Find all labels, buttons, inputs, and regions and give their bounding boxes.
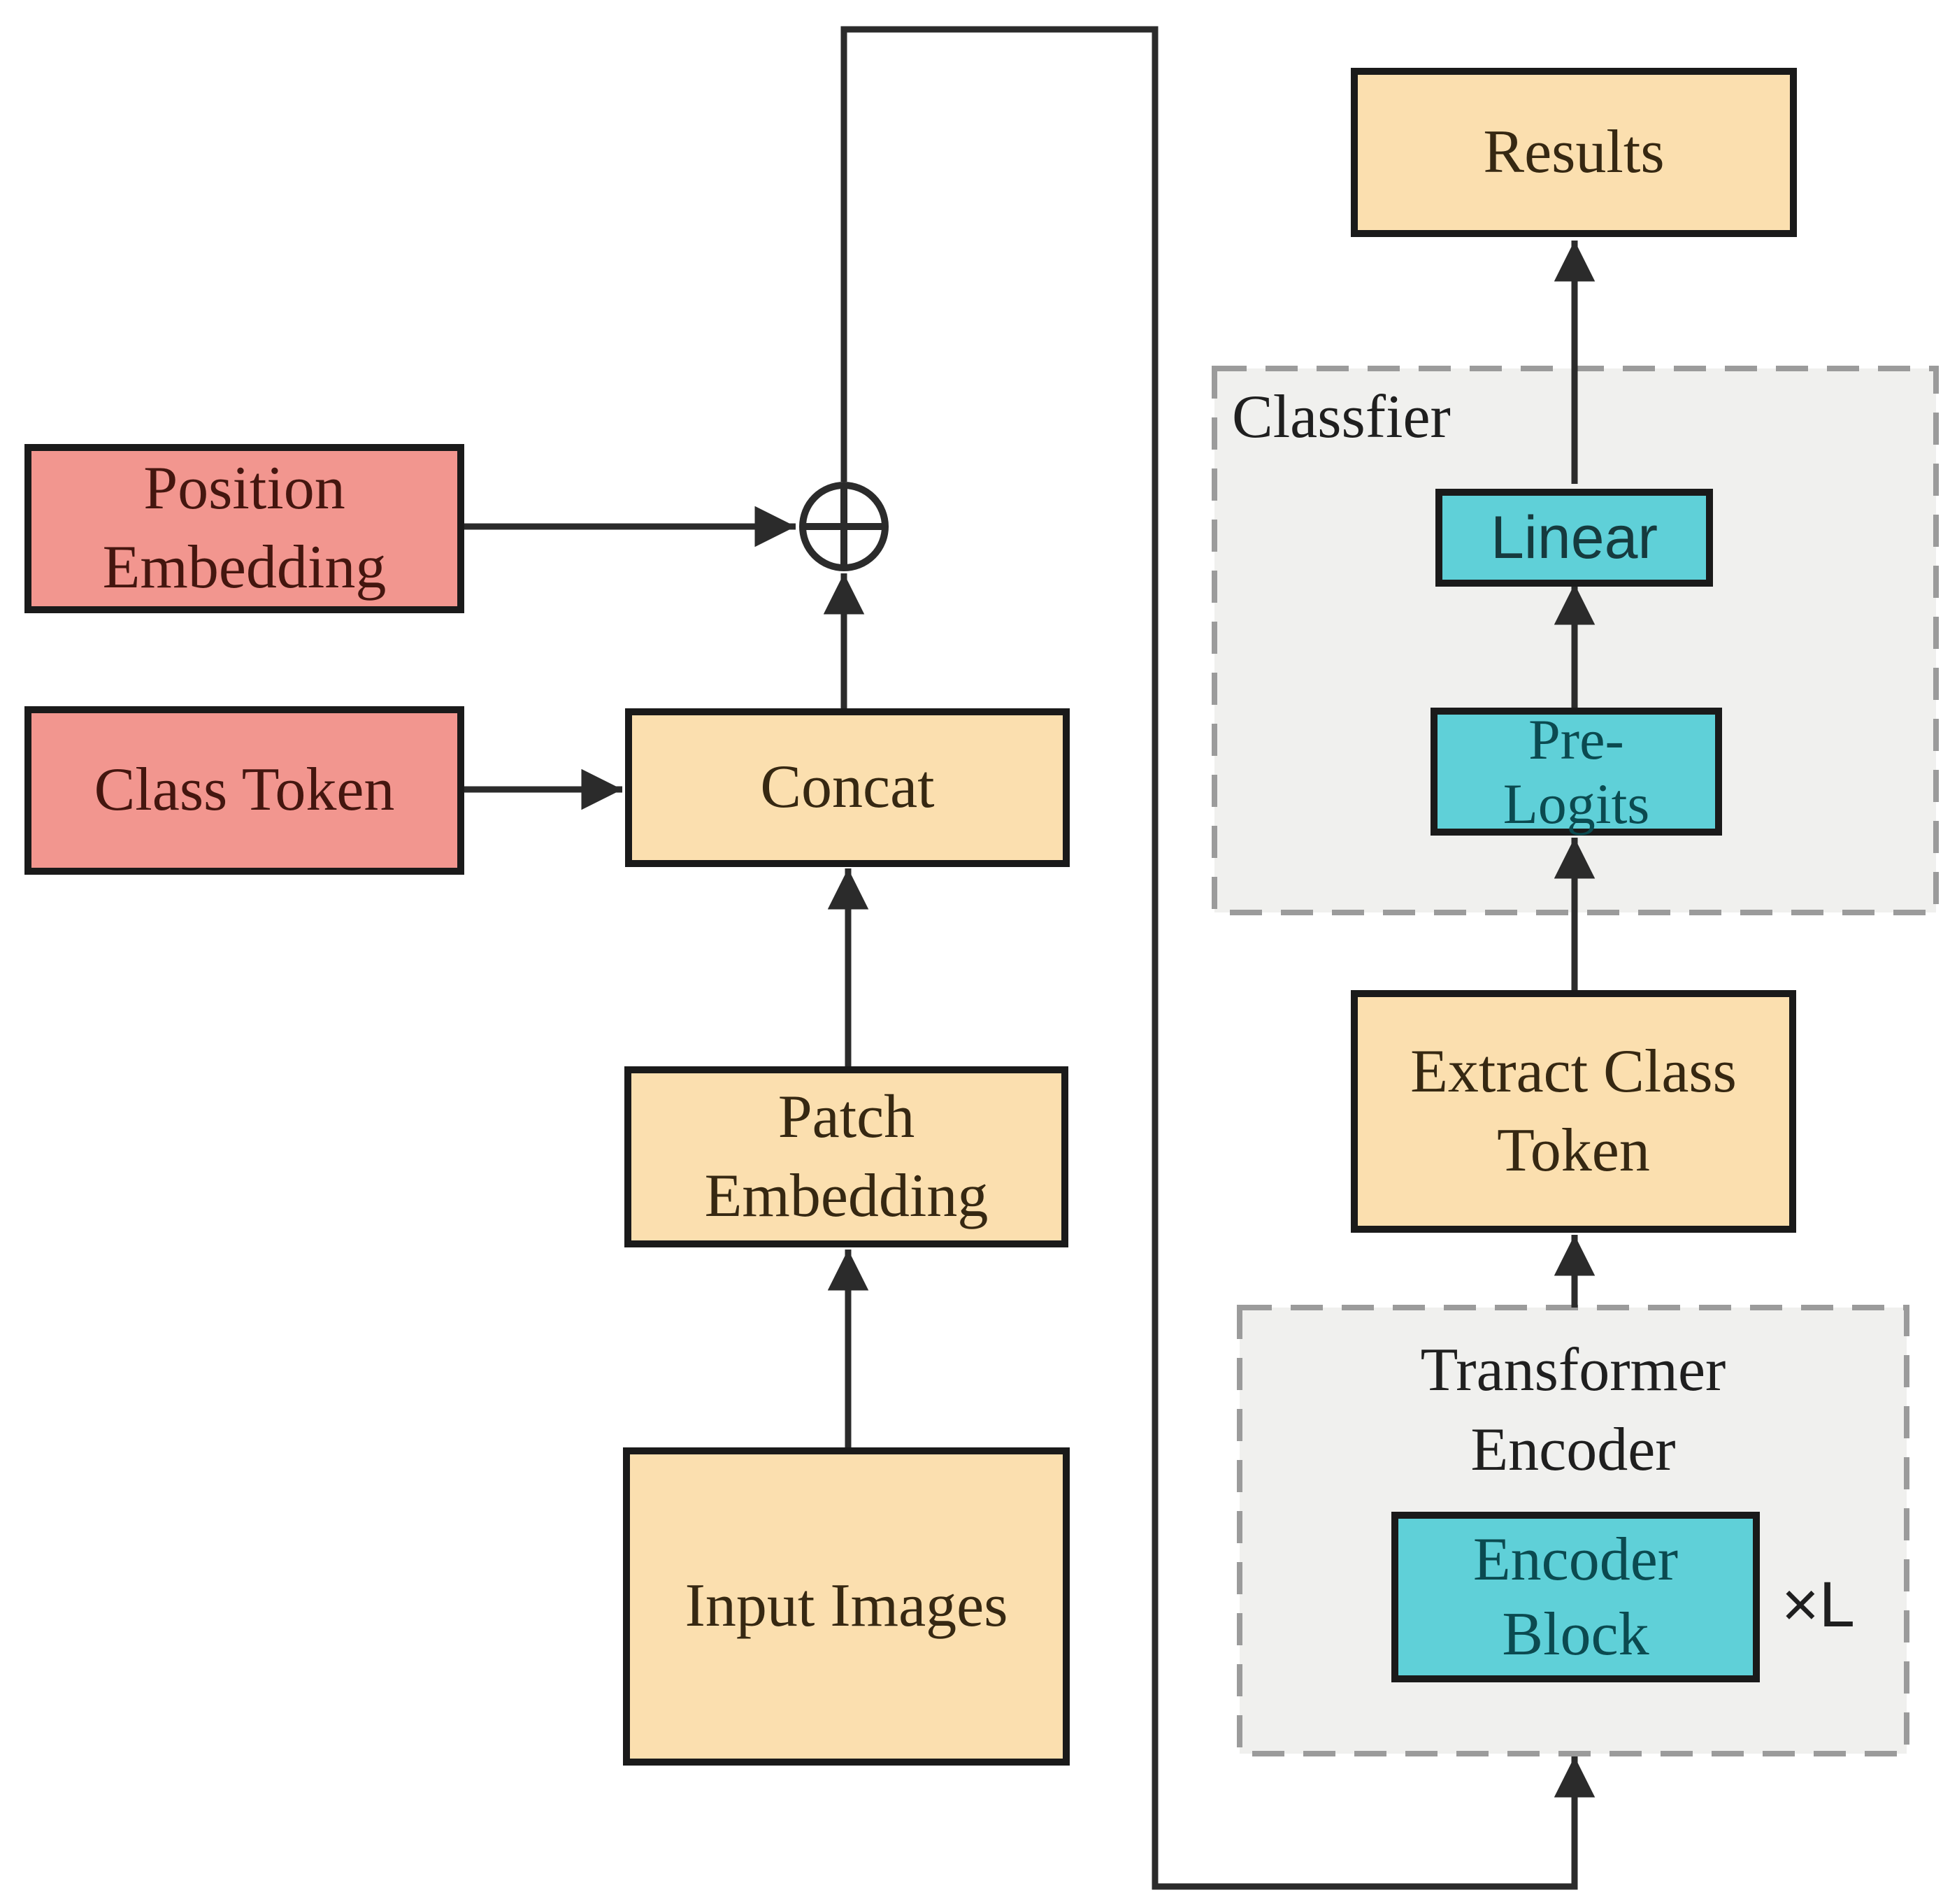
node-linear: Linear (1435, 489, 1713, 587)
node-class-token: Class Token (24, 706, 464, 875)
node-extract-class-token: Extract Class Token (1351, 990, 1796, 1233)
node-encoder-block: Encoder Block (1391, 1512, 1760, 1682)
node-position-embedding: Position Embedding (24, 444, 464, 613)
node-patch-embedding: Patch Embedding (624, 1066, 1068, 1247)
transformer-encoder-panel-label: Transformer Encoder (1420, 1336, 1726, 1484)
node-results: Results (1351, 68, 1797, 237)
arrow-add-to-transformer-encoder-routing (840, 26, 1596, 1890)
node-pre-logits: Pre- Logits (1431, 708, 1722, 836)
node-input-images: Input Images (623, 1447, 1070, 1766)
classifier-panel-label: Classfier (1232, 383, 1451, 451)
encoder-repeat-count-label: ×L (1781, 1569, 1855, 1640)
circled-plus-icon (799, 482, 889, 571)
node-concat: Concat (625, 708, 1070, 867)
